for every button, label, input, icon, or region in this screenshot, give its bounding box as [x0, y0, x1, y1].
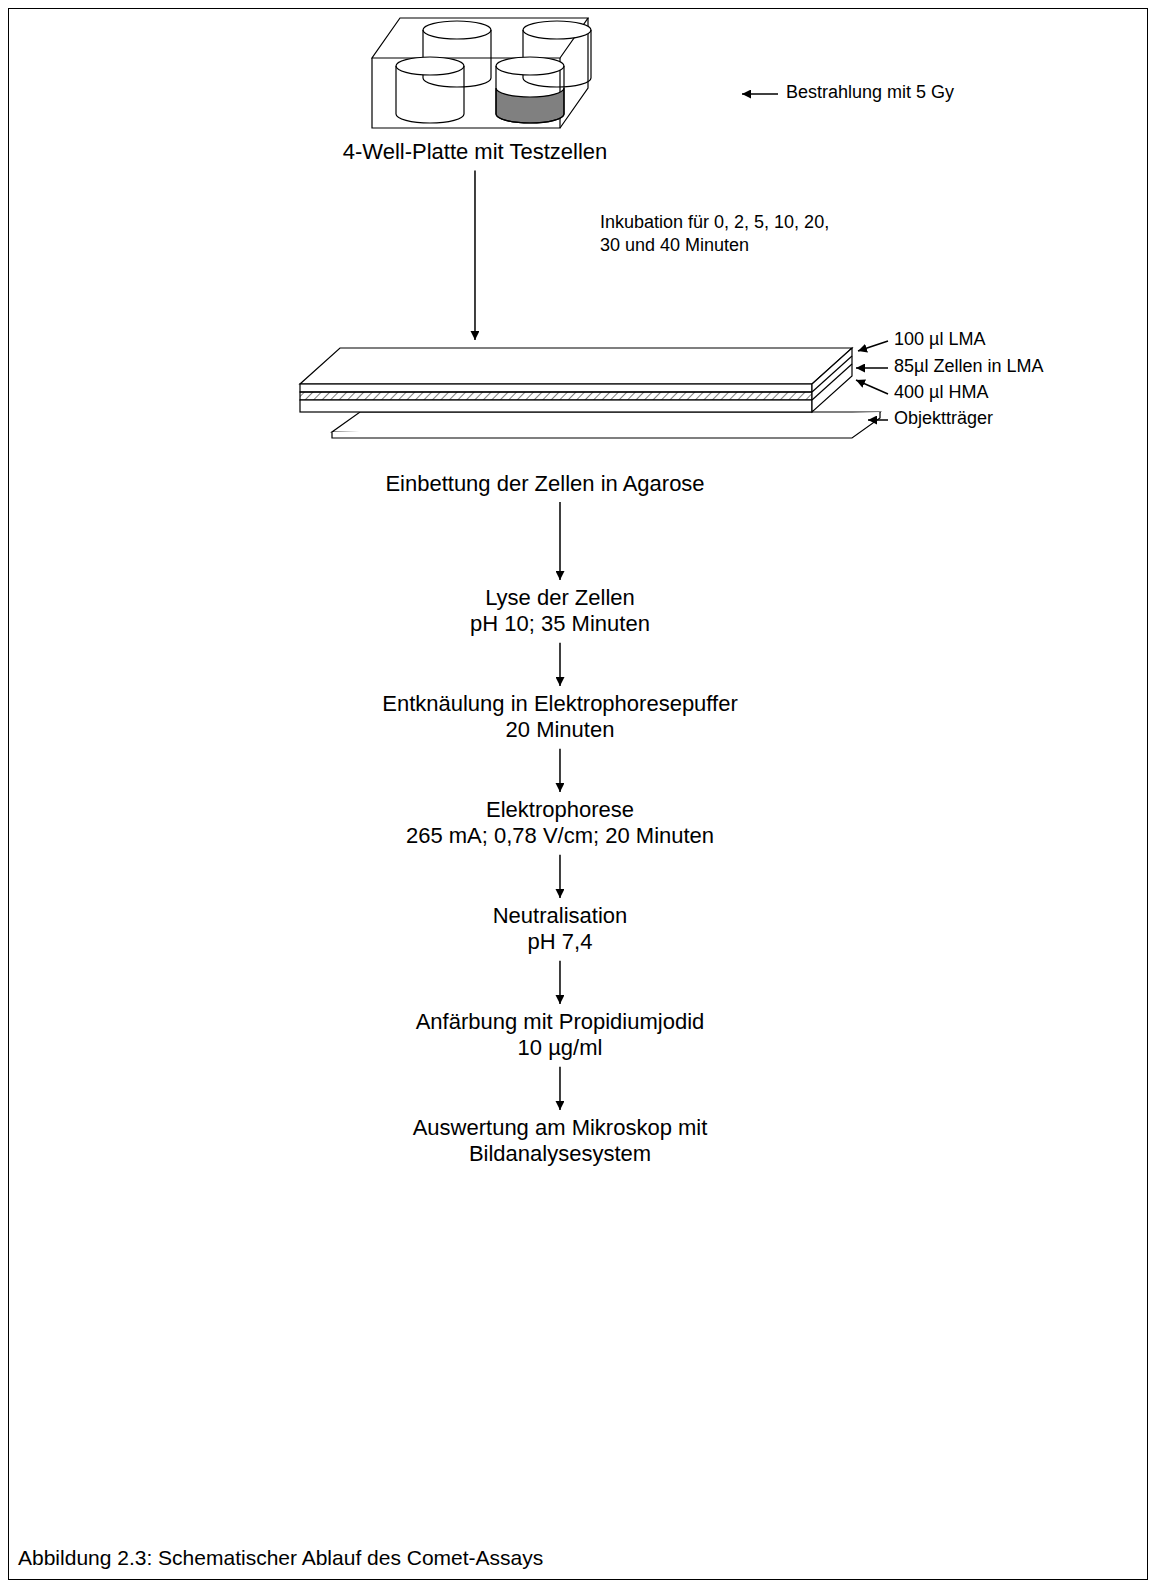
layer-label: 400 µl HMA — [894, 382, 988, 404]
edge-label: Inkubation für 0, 2, 5, 10, 20, 30 und 4… — [600, 211, 845, 256]
well-cylinders — [396, 21, 591, 123]
process-step: NeutralisationpH 7,4 — [487, 900, 634, 959]
flow-arrow — [559, 961, 561, 1004]
layer-label: 100 µl LMA — [894, 329, 985, 351]
step-text: 20 Minuten — [506, 717, 615, 743]
process-step: Anfärbung mit Propidiumjodid10 µg/ml — [410, 1006, 711, 1065]
process-step: Elektrophorese265 mA; 0,78 V/cm; 20 Minu… — [400, 794, 720, 853]
figure-caption: Abbildung 2.3: Schematischer Ablauf des … — [18, 1546, 543, 1570]
step-text: Lyse der Zellen — [485, 585, 635, 611]
slide-stack — [300, 348, 880, 438]
process-step: 4-Well-Platte mit Testzellen — [337, 136, 614, 168]
step-text: Auswertung am Mikroskop mit Bildanalyses… — [346, 1115, 774, 1168]
process-step: Einbettung der Zellen in Agarose — [292, 342, 858, 500]
step-text: Einbettung der Zellen in Agarose — [385, 471, 704, 497]
step-text: Elektrophorese — [486, 797, 634, 823]
layer-label: 85µl Zellen in LMA — [894, 356, 1043, 378]
flow-arrow — [474, 170, 476, 340]
flow-arrow — [559, 1067, 561, 1110]
step-text: Entknäulung in Elektrophoresepuffer — [382, 691, 738, 717]
flow-arrow — [559, 855, 561, 898]
step-text: pH 10; 35 Minuten — [470, 611, 650, 637]
flow-arrow — [559, 749, 561, 792]
figure-frame — [8, 8, 1148, 1580]
step-text: 10 µg/ml — [518, 1035, 603, 1061]
step-text: Anfärbung mit Propidiumjodid — [416, 1009, 705, 1035]
irradiation-arrow — [742, 93, 778, 95]
layer-label: Objektträger — [894, 408, 993, 430]
step-text: Neutralisation — [493, 903, 628, 929]
step-text: 265 mA; 0,78 V/cm; 20 Minuten — [406, 823, 714, 849]
process-step: Entknäulung in Elektrophoresepuffer20 Mi… — [376, 688, 744, 747]
flow-arrow — [559, 643, 561, 686]
step-text: 4-Well-Platte mit Testzellen — [343, 139, 608, 165]
step-text: pH 7,4 — [528, 929, 593, 955]
process-step: Lyse der ZellenpH 10; 35 Minuten — [464, 582, 656, 641]
process-step: Auswertung am Mikroskop mit Bildanalyses… — [340, 1112, 780, 1171]
flow-arrow — [559, 502, 561, 580]
layer-leaders — [856, 341, 888, 420]
irradiation-label: Bestrahlung mit 5 Gy — [786, 82, 954, 104]
